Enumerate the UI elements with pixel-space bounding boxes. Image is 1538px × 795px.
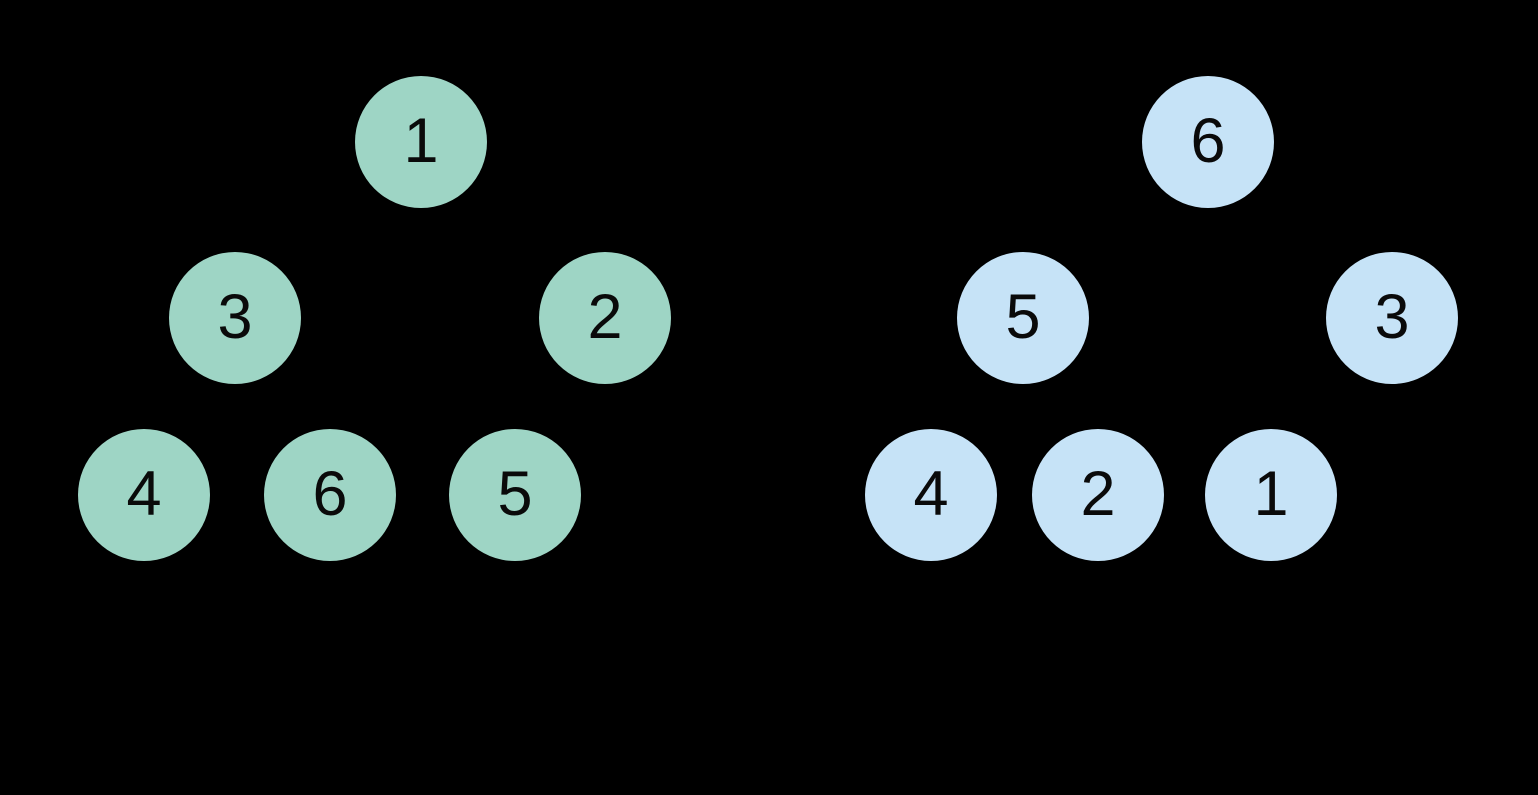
node-label: 2 [587, 281, 623, 352]
node-label: 1 [403, 105, 439, 176]
node-label: 2 [1080, 458, 1116, 529]
node-blue-tree-right[interactable]: 3 [1326, 252, 1458, 384]
node-label: 3 [217, 281, 253, 352]
node-label: 1 [1253, 458, 1289, 529]
node-blue-tree-left-left[interactable]: 4 [865, 429, 997, 561]
node-label: 6 [1190, 105, 1226, 176]
node-blue-tree-root[interactable]: 6 [1142, 76, 1274, 208]
node-label: 4 [913, 458, 949, 529]
node-green-tree-left[interactable]: 3 [169, 252, 301, 384]
node-green-tree-left-right[interactable]: 6 [264, 429, 396, 561]
node-label: 5 [1005, 281, 1041, 352]
node-green-tree-right-left[interactable]: 5 [449, 429, 581, 561]
node-label: 4 [126, 458, 162, 529]
node-green-tree-root[interactable]: 1 [355, 76, 487, 208]
node-blue-tree-right-left[interactable]: 1 [1205, 429, 1337, 561]
node-blue-tree-left[interactable]: 5 [957, 252, 1089, 384]
node-label: 3 [1374, 281, 1410, 352]
node-blue-tree-left-right[interactable]: 2 [1032, 429, 1164, 561]
node-label: 6 [312, 458, 348, 529]
node-green-tree-left-left[interactable]: 4 [78, 429, 210, 561]
node-label: 5 [497, 458, 533, 529]
node-green-tree-right[interactable]: 2 [539, 252, 671, 384]
